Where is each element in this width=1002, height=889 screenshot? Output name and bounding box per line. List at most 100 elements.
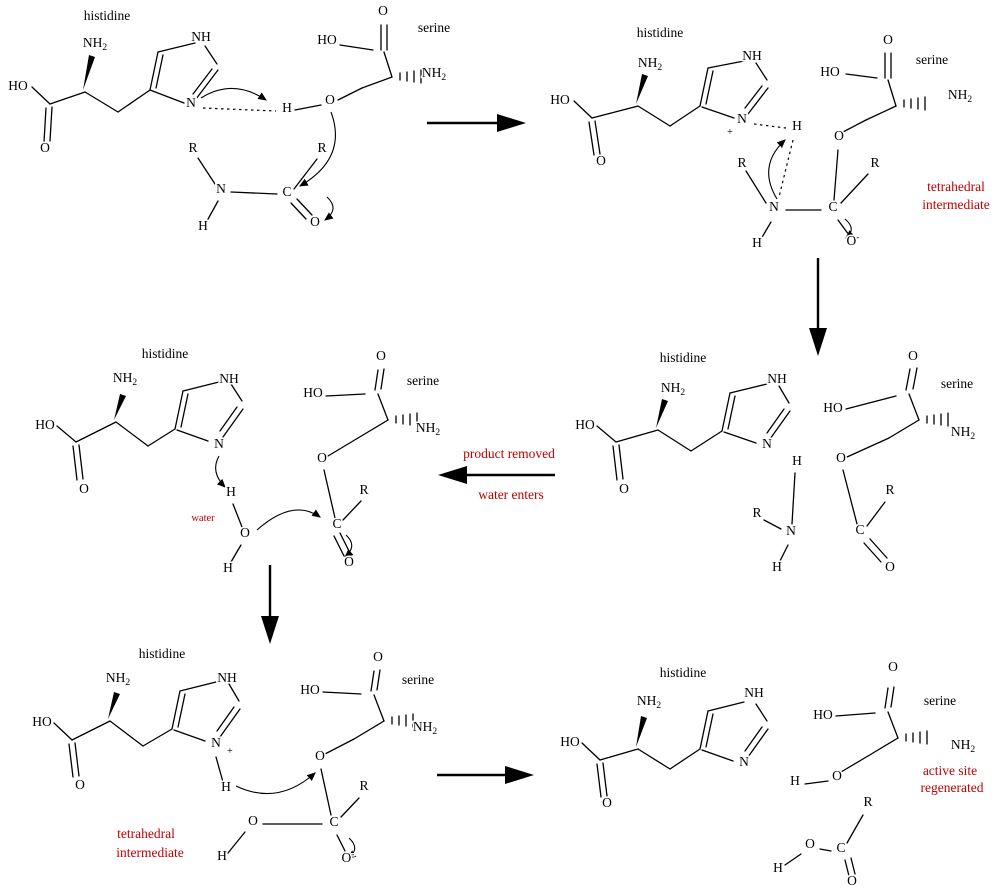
panel-step-3: histidineNH2HOONHNHRNHHOOserineNH2OCROpr… <box>462 347 977 576</box>
histidine-structure <box>56 381 244 481</box>
atom-label: O <box>596 153 606 168</box>
residue-label-histidine: histidine <box>142 346 189 361</box>
acyl-serine-structure <box>842 367 949 563</box>
atom-label: N <box>737 111 747 126</box>
curved-arrows <box>200 87 336 221</box>
atom-label: NH <box>744 685 764 700</box>
atom-label: HO <box>35 417 55 432</box>
flow-arrow-step4-to-step5 <box>261 565 279 644</box>
atom-label: HO <box>820 64 840 79</box>
atom-label: O- <box>847 233 860 248</box>
atom-label: O <box>836 450 846 465</box>
atom-label: O <box>376 348 386 363</box>
atom-label: H <box>792 118 802 133</box>
serine-structure <box>842 52 926 133</box>
atom-label: H <box>792 453 802 468</box>
serine-structure <box>804 686 928 785</box>
panel-step-5: histidineNH2HOONHN+HOHserineHOONH2OCRO-t… <box>31 645 439 867</box>
residue-label-serine: serine <box>941 376 973 391</box>
atom-label: HO <box>303 385 323 400</box>
histidine-structure <box>596 383 791 481</box>
flow-arrow-step1-to-step2 <box>427 114 526 132</box>
annotation-water-enters: water enters <box>478 487 544 502</box>
residue-label-serine: serine <box>402 672 434 687</box>
atom-label: NH <box>217 670 237 685</box>
atom-label: N <box>769 199 779 214</box>
atom-label: O <box>832 768 842 783</box>
residue-label-histidine: histidine <box>139 646 186 661</box>
residue-label-serine: serine <box>924 693 956 708</box>
atom-label: NH <box>742 48 762 63</box>
atom-label: N <box>786 523 796 538</box>
curved-arrows <box>235 772 357 859</box>
substrate-amide-structure <box>197 157 318 222</box>
tetrahedral-intermediate-structure <box>227 768 360 854</box>
atom-label: HO <box>317 32 337 47</box>
atom-label: NH2 <box>416 420 441 438</box>
atom-label: H <box>790 773 800 788</box>
atom-label: O <box>805 836 815 851</box>
atom-label: HO <box>300 682 320 697</box>
atom-label: NH2 <box>106 670 131 688</box>
atom-label: O <box>344 554 354 569</box>
histidine-structure <box>53 681 241 783</box>
atom-label: O <box>908 348 918 363</box>
atom-label: H <box>217 848 227 863</box>
atom-label: O <box>883 32 893 47</box>
atom-label: HO <box>560 734 580 749</box>
atom-label: H <box>752 235 762 250</box>
atom-label: C <box>855 522 864 537</box>
atom-label: NH2 <box>951 424 976 442</box>
atom-label: HO <box>813 707 833 722</box>
water-structure <box>230 503 243 563</box>
residue-label-serine: serine <box>418 20 450 35</box>
atom-label: NH2 <box>638 55 663 73</box>
atom-label: N <box>739 754 749 769</box>
curved-arrows <box>768 139 855 239</box>
atom-label: C <box>332 516 341 531</box>
residue-label-serine: serine <box>916 52 948 67</box>
atom-label: HO <box>823 400 843 415</box>
atom-label: R <box>359 778 368 793</box>
residue-label-histidine: histidine <box>660 665 707 680</box>
atom-label: R <box>863 794 872 809</box>
annotation-tetrahedral-intermediate-line1: tetrahedral <box>117 826 175 841</box>
serine-structure <box>294 24 422 111</box>
histidine-structure <box>581 701 769 798</box>
atom-label: N <box>214 436 224 451</box>
panel-step-2: histidineNH2HOONHN+HRNHCRO-OHOOserineNH2… <box>549 24 991 252</box>
atom-label: R <box>188 140 197 155</box>
atom-label: O <box>834 128 844 143</box>
atom-label: O <box>325 92 335 107</box>
tetrahedral-intermediate-structure <box>745 149 869 240</box>
atom-label: O <box>602 795 612 810</box>
atom-label: NH2 <box>422 65 447 83</box>
atom-label: NH <box>191 29 211 44</box>
atom-label: R <box>317 140 326 155</box>
residue-label-serine: serine <box>407 373 439 388</box>
atom-label: O <box>315 748 325 763</box>
residue-label-histidine: histidine <box>637 25 684 40</box>
atom-label: R <box>752 505 761 520</box>
atom-label: H <box>226 484 236 499</box>
amine-product-structure <box>763 472 796 562</box>
histidine-structure <box>31 42 277 143</box>
atom-label: N <box>216 181 226 196</box>
curved-arrows <box>215 455 354 558</box>
atom-label: R <box>885 482 894 497</box>
annotation-active-site-line2: regenerated <box>921 780 984 795</box>
atom-label: C <box>828 199 837 214</box>
atom-label: R <box>737 155 746 170</box>
atom-label: N <box>211 735 221 750</box>
atom-label: O <box>75 777 85 792</box>
atom-label: O- <box>342 850 355 865</box>
atom-label: O <box>885 559 895 574</box>
atom-label: O <box>240 525 250 540</box>
atom-label: NH2 <box>948 87 973 105</box>
atom-label: O <box>310 214 320 229</box>
atom-label: NH <box>767 371 787 386</box>
